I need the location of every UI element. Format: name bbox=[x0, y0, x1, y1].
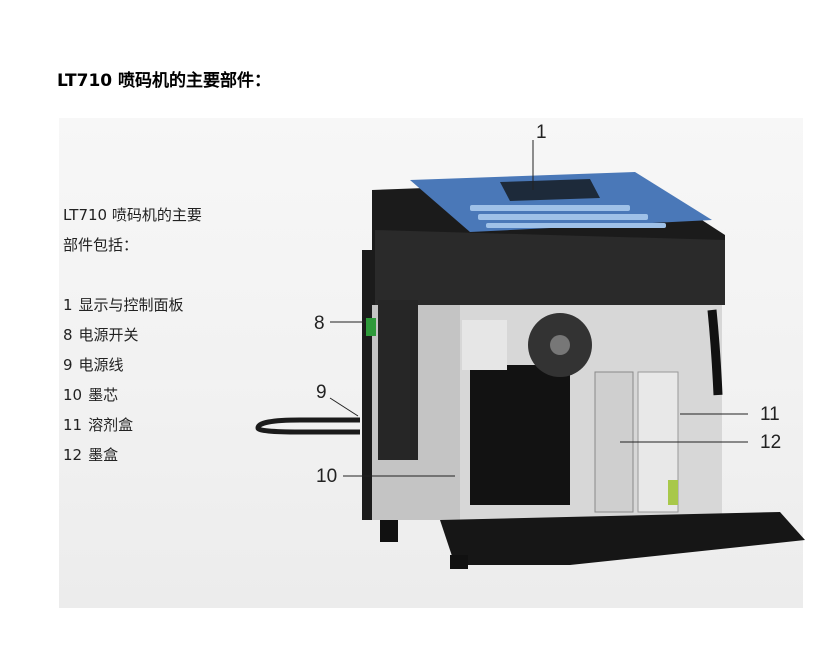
part-name: 墨盒 bbox=[88, 446, 119, 464]
intro-text: LT710 喷码机的主要 部件包括： bbox=[63, 200, 202, 260]
list-item: 9 电源线 bbox=[63, 350, 184, 380]
intro-line-1: LT710 喷码机的主要 bbox=[63, 206, 202, 224]
list-item: 8 电源开关 bbox=[63, 320, 184, 350]
part-number: 1 bbox=[63, 296, 73, 314]
callout-10: 10 bbox=[316, 466, 338, 487]
part-number: 11 bbox=[63, 416, 83, 434]
part-name: 电源开关 bbox=[78, 326, 139, 344]
page-title: LT710 喷码机的主要部件： bbox=[57, 71, 272, 91]
list-item: 11 溶剂盒 bbox=[63, 410, 184, 440]
callout-12: 12 bbox=[760, 432, 782, 453]
part-number: 10 bbox=[63, 386, 83, 404]
intro-line-2: 部件包括： bbox=[63, 236, 139, 254]
part-number: 12 bbox=[63, 446, 83, 464]
list-item: 1 显示与控制面板 bbox=[63, 290, 184, 320]
part-name: 电源线 bbox=[78, 356, 124, 374]
list-item: 12 墨盒 bbox=[63, 440, 184, 470]
parts-list: 1 显示与控制面板 8 电源开关 9 电源线 10 墨芯 11 溶剂盒 12 墨盒 bbox=[63, 290, 184, 470]
part-number: 9 bbox=[63, 356, 73, 374]
part-name: 溶剂盒 bbox=[88, 416, 134, 434]
part-name: 显示与控制面板 bbox=[78, 296, 184, 314]
list-item: 10 墨芯 bbox=[63, 380, 184, 410]
callout-9: 9 bbox=[316, 382, 327, 403]
part-name: 墨芯 bbox=[88, 386, 119, 404]
callout-8: 8 bbox=[314, 313, 325, 334]
callout-1: 1 bbox=[536, 122, 547, 143]
part-number: 8 bbox=[63, 326, 73, 344]
callout-11: 11 bbox=[760, 404, 780, 425]
